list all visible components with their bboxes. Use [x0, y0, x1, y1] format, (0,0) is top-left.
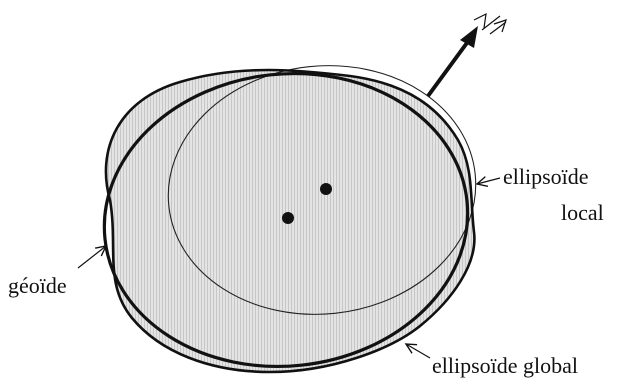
geoid-pointer [78, 246, 106, 268]
geoid-label: géoïde [8, 273, 67, 298]
local-center-dot [320, 183, 332, 195]
global-ellipsoid-label: ellipsoïde global [432, 353, 578, 378]
local-ellipsoid-label-line2: local [561, 200, 604, 225]
local-ellipsoid-pointer [477, 178, 500, 184]
rotation-axis-arrows [428, 14, 506, 96]
local-ellipsoid-label-line1: ellipsoïde [503, 164, 589, 189]
global-center-dot [282, 212, 294, 224]
global-ellipsoid-pointer [406, 344, 430, 358]
